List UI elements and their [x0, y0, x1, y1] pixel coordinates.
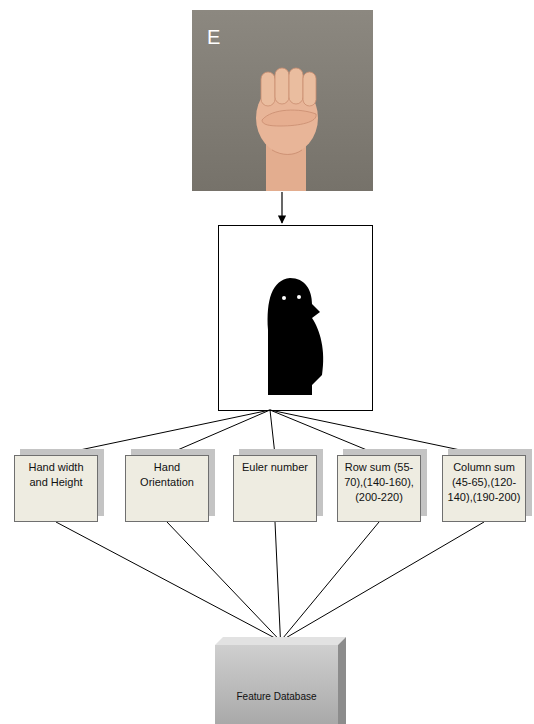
hand-photo: [192, 10, 373, 191]
connector: [56, 522, 281, 641]
database-label: Feature Database: [215, 691, 338, 703]
branch-line: [270, 410, 379, 455]
feature-name: Hand Orientation: [130, 460, 204, 490]
branch-line: [56, 410, 270, 455]
binary-image: [219, 226, 373, 411]
side-face: [338, 637, 346, 724]
junction-dot: [278, 638, 284, 644]
connector: [275, 522, 281, 641]
database-cylinder: Feature Database: [215, 637, 346, 724]
palm-crease: [272, 150, 302, 155]
feature-name: Euler number: [238, 460, 312, 475]
feature-name: Hand width and Height: [19, 460, 93, 490]
feature-name: Row sum (55-70),(140-160),(200-220): [342, 460, 416, 505]
frame-letter-wrap: E: [207, 27, 220, 48]
finger: [261, 72, 275, 106]
frame-letter: E: [207, 26, 220, 48]
image-frame: [219, 226, 373, 411]
hole: [297, 295, 301, 299]
finger: [275, 68, 289, 104]
branch-line: [166, 410, 270, 455]
top-face: [215, 637, 346, 645]
feature-name: Column sum (45-65),(120-140),(190-200): [447, 460, 521, 505]
thumb: [262, 110, 316, 126]
connector: [281, 522, 485, 641]
hole: [282, 296, 286, 300]
arrow: [281, 192, 282, 223]
feature-box: Euler number: [233, 455, 317, 522]
feature-box: Hand Orientation: [125, 455, 209, 522]
finger: [303, 72, 316, 106]
hand-silhouette: [268, 278, 324, 395]
feature-box: Hand width and Height: [14, 455, 98, 522]
feature-box: Column sum (45-65),(120-140),(190-200): [442, 455, 526, 522]
photo-background: [192, 10, 373, 191]
branch-line: [270, 410, 275, 455]
connector: [281, 522, 380, 641]
branch-lines: [56, 410, 484, 455]
connector: [167, 522, 281, 641]
front-face: [215, 645, 338, 724]
branch-line: [270, 410, 484, 455]
database-shape: [215, 637, 346, 724]
feature-box: Row sum (55-70),(140-160),(200-220): [337, 455, 421, 522]
finger: [289, 68, 303, 104]
